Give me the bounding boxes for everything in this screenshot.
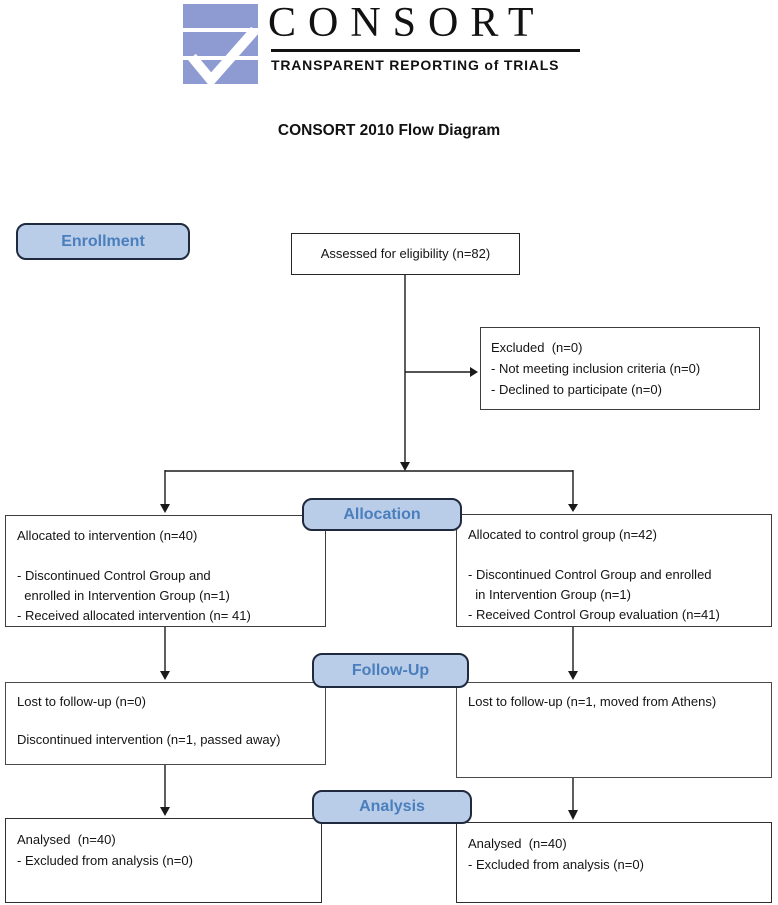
page-title: CONSORT 2010 Flow Diagram [277, 122, 501, 139]
box-text-line [468, 545, 760, 565]
box-text-line: - Received allocated intervention (n= 41… [17, 608, 251, 623]
box-text-line [17, 546, 314, 566]
box-text-line: - Received Control Group evaluation (n=4… [468, 607, 720, 622]
box-text-line: Analysed (n=40) [17, 832, 116, 847]
box-text-line: - Declined to participate (n=0) [491, 382, 662, 397]
box-text-line: Allocated to intervention (n=40) [17, 528, 198, 543]
assessed-for-eligibility-box: Assessed for eligibility (n=82) [291, 233, 520, 275]
box-text-line: enrolled in Intervention Group (n=1) [17, 588, 230, 603]
excluded-box: Excluded (n=0) - Not meeting inclusion cr… [480, 327, 760, 410]
allocation-control-box: Allocated to control group (n=42) - Disco… [456, 514, 772, 627]
analysis-intervention-box: Analysed (n=40) - Excluded from analysis … [5, 818, 322, 903]
analysis-control-box: Analysed (n=40) - Excluded from analysis … [456, 822, 772, 903]
followup-stage-badge: Follow-Up [312, 653, 469, 688]
box-text-line: Lost to follow-up (n=0) [17, 694, 146, 709]
box-text-line: Discontinued intervention (n=1, passed a… [17, 732, 281, 747]
logo-tagline: TRANSPARENT REPORTING of TRIALS [271, 57, 560, 73]
allocation-intervention-box: Allocated to intervention (n=40) - Discon… [5, 515, 326, 627]
box-text-line: in Intervention Group (n=1) [468, 587, 631, 602]
logo-wordmark: CONSORT [268, 0, 546, 46]
analysis-stage-label: Analysis [359, 798, 425, 815]
followup-control-box: Lost to follow-up (n=1, moved from Athen… [456, 682, 772, 778]
box-text-line: Excluded (n=0) [491, 340, 583, 355]
box-text-line: - Discontinued Control Group and enrolle… [468, 567, 712, 582]
logo-underline-divider [271, 49, 580, 52]
analysis-stage-badge: Analysis [312, 790, 472, 824]
box-text-line: - Discontinued Control Group and [17, 568, 211, 583]
enrollment-stage-badge: Enrollment [16, 223, 190, 260]
allocation-stage-label: Allocation [343, 505, 421, 523]
followup-stage-label: Follow-Up [351, 661, 430, 679]
enrollment-stage-label: Enrollment [61, 232, 145, 250]
box-text-line: Lost to follow-up (n=1, moved from Athen… [468, 694, 717, 709]
box-text-line: - Excluded from analysis (n=0) [17, 853, 193, 868]
consort-logo-icon [183, 4, 259, 84]
box-text-line: Analysed (n=40) [468, 836, 567, 851]
allocation-stage-badge: Allocation [302, 498, 462, 531]
followup-intervention-box: Lost to follow-up (n=0) Discontinued inte… [5, 682, 326, 765]
box-text-line: - Not meeting inclusion criteria (n=0) [491, 361, 701, 376]
box-text-line: Assessed for eligibility (n=82) [320, 246, 491, 261]
box-text-line: Allocated to control group (n=42) [468, 527, 657, 542]
box-text-line: - Excluded from analysis (n=0) [468, 857, 644, 872]
box-text-line [17, 711, 314, 730]
